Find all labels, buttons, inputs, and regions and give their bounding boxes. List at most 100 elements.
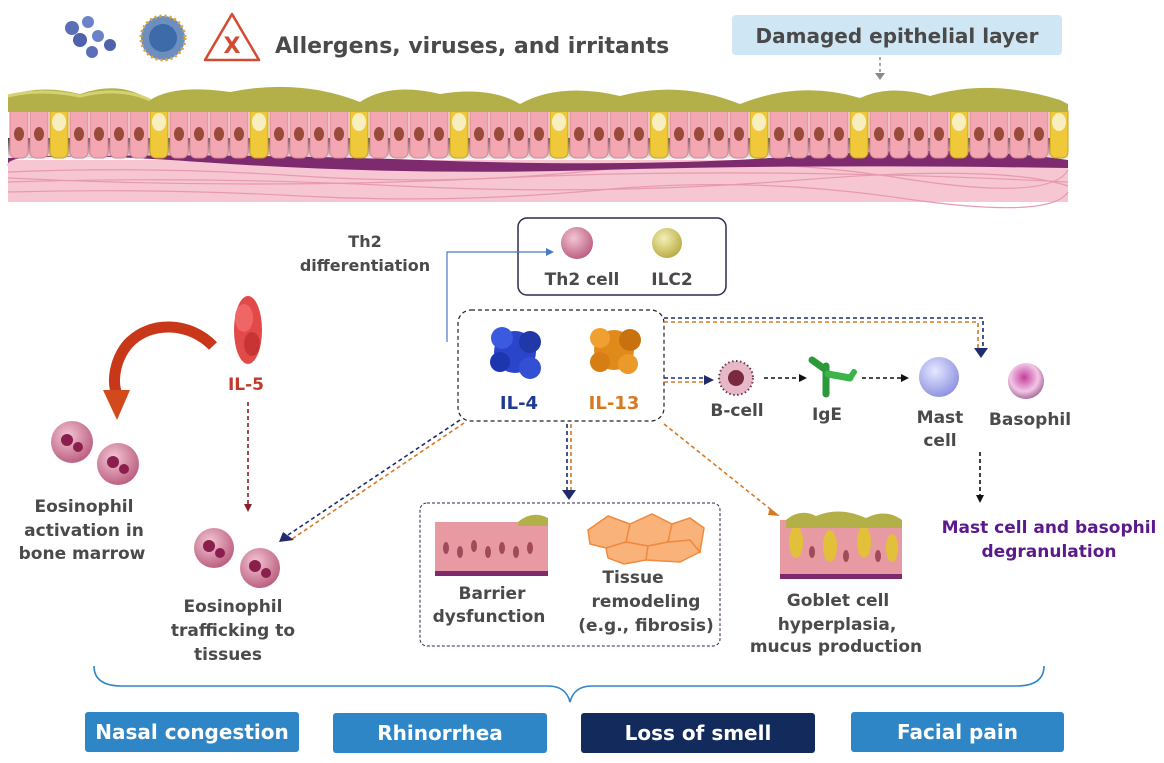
goblet-tissue-icon: [780, 511, 902, 579]
warning-x-icon: X: [203, 12, 261, 62]
eos-activation-label-2: activation in: [24, 521, 144, 541]
cell-nucleus: [134, 127, 144, 141]
ilc2-icon: [652, 228, 682, 258]
epithelial-layer: [7, 86, 1069, 209]
cell-nucleus: [834, 127, 844, 141]
cell-nucleus: [594, 127, 604, 141]
goblet-label-3: mucus production: [750, 637, 922, 657]
allergen-particles-icon: [65, 16, 116, 58]
barrier-label-2: dysfunction: [433, 607, 546, 627]
b-cell-label: B-cell: [710, 401, 763, 421]
cell-nucleus: [694, 127, 704, 141]
cell-nucleus: [234, 127, 244, 141]
eos-trafficking-label-2: trafficking to: [171, 621, 295, 641]
cell-nucleus: [934, 127, 944, 141]
cell-nucleus: [152, 113, 166, 131]
il-to-basophil-connector: [664, 317, 988, 358]
cell-nucleus: [894, 127, 904, 141]
cell-nucleus: [14, 127, 24, 141]
basophil-icon: [1008, 363, 1044, 399]
goblet-label-2: hyperplasia,: [778, 615, 897, 635]
il5-label: IL-5: [228, 375, 264, 395]
cell-nucleus: [634, 127, 644, 141]
cell-nucleus: [474, 127, 484, 141]
il13-to-goblet-arrow: [663, 423, 775, 513]
cell-nucleus: [794, 127, 804, 141]
cell-nucleus: [94, 127, 104, 141]
mast-cell-label-2: cell: [923, 431, 956, 451]
cell-nucleus: [394, 127, 404, 141]
cell-nucleus: [534, 127, 544, 141]
cell-nucleus: [674, 127, 684, 141]
th2-diff-connector: [446, 251, 548, 342]
cell-nucleus: [494, 127, 504, 141]
cell-nucleus: [852, 113, 866, 131]
cell-nucleus: [1034, 127, 1044, 141]
basophil-label: Basophil: [989, 410, 1071, 430]
barrier-tissue-icon: [435, 514, 548, 576]
th2-diff-label-2: differentiation: [300, 256, 430, 275]
cell-nucleus: [874, 127, 884, 141]
il13-protein-icon: [590, 328, 641, 374]
eos-activation-label-1: Eosinophil: [35, 497, 134, 517]
th2-diff-label-1: Th2: [348, 232, 381, 251]
cell-nucleus: [352, 113, 366, 131]
eos-activation-label-3: bone marrow: [19, 544, 146, 564]
cell-nucleus: [614, 127, 624, 141]
barrier-label-1: Barrier: [459, 584, 527, 604]
cell-nucleus: [994, 127, 1004, 141]
cell-nucleus: [314, 127, 324, 141]
th2-cell-label: Th2 cell: [545, 270, 620, 290]
il5-protein-icon: [234, 296, 262, 364]
ige-antibody-icon: [808, 356, 857, 398]
cell-nucleus: [734, 127, 744, 141]
cell-nucleus: [414, 127, 424, 141]
il-to-trafficking-connector: [279, 419, 465, 542]
cell-nucleus: [174, 127, 184, 141]
ilc2-label: ILC2: [651, 270, 692, 290]
ige-label: IgE: [812, 405, 842, 425]
cell-nucleus: [514, 127, 524, 141]
cell-nucleus: [214, 127, 224, 141]
il-to-tissue-connector: [562, 424, 576, 500]
cell-nucleus: [574, 127, 584, 141]
il5-to-bone-marrow-arrow: [109, 321, 217, 394]
b-cell-icon: [718, 360, 754, 396]
allergens-label: Allergens, viruses, and irritants: [275, 34, 669, 59]
cell-nucleus: [274, 127, 284, 141]
symptom-loss-of-smell: Loss of smell: [581, 713, 815, 753]
cell-nucleus: [914, 127, 924, 141]
cell-nucleus: [452, 113, 466, 131]
cell-nucleus: [74, 127, 84, 141]
eosinophil-tissue-icon: [194, 528, 280, 588]
degranulation-label-2: degranulation: [982, 542, 1117, 562]
mast-cell-icon: [919, 357, 959, 397]
cell-nucleus: [1014, 127, 1024, 141]
damaged-layer-box: [732, 15, 1062, 55]
cell-nucleus: [652, 113, 666, 131]
remodeling-label-2: remodeling: [592, 592, 701, 612]
cell-nucleus: [952, 113, 966, 131]
cell-nucleus: [334, 127, 344, 141]
cell-nucleus: [814, 127, 824, 141]
il4-label: IL-4: [500, 393, 538, 414]
degranulation-label-1: Mast cell and basophil: [942, 518, 1157, 538]
cell-nucleus: [1052, 113, 1066, 131]
remodeling-label-3: (e.g., fibrosis): [578, 616, 713, 636]
mast-cell-label-1: Mast: [917, 408, 964, 428]
symptoms-brace: [93, 665, 1045, 703]
remodeling-label-1: Tissue: [602, 568, 663, 588]
cell-nucleus: [774, 127, 784, 141]
cell-nucleus: [114, 127, 124, 141]
cell-nucleus: [434, 127, 444, 141]
eos-trafficking-label-1: Eosinophil: [184, 597, 283, 617]
symptom-rhinorrhea: Rhinorrhea: [333, 713, 547, 753]
goblet-label-1: Goblet cell: [787, 591, 889, 611]
cell-nucleus: [714, 127, 724, 141]
cell-nucleus: [252, 113, 266, 131]
svg-text:X: X: [224, 34, 241, 59]
cell-nucleus: [194, 127, 204, 141]
il4-protein-icon: [490, 327, 541, 379]
cell-nucleus: [294, 127, 304, 141]
